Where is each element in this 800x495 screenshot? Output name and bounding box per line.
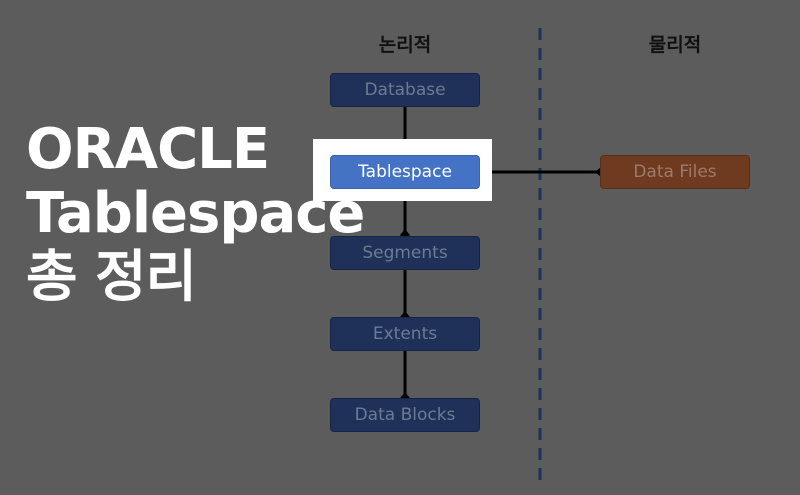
- title-line-summary: 총 정리: [26, 245, 197, 310]
- node-tablespace: Tablespace: [330, 155, 480, 189]
- node-segments: Segments: [330, 236, 480, 270]
- logical-column-header: 논리적: [378, 34, 432, 56]
- node-extents: Extents: [330, 317, 480, 351]
- node-data-files: Data Files: [600, 155, 750, 189]
- title-line-oracle: ORACLE: [26, 117, 270, 182]
- page-title: ORACLE Tablespace 총 정리: [26, 117, 365, 310]
- physical-column-header: 물리적: [648, 34, 702, 56]
- title-line-tablespace: Tablespace: [26, 181, 365, 246]
- node-database: Database: [330, 73, 480, 107]
- node-data-blocks: Data Blocks: [330, 398, 480, 432]
